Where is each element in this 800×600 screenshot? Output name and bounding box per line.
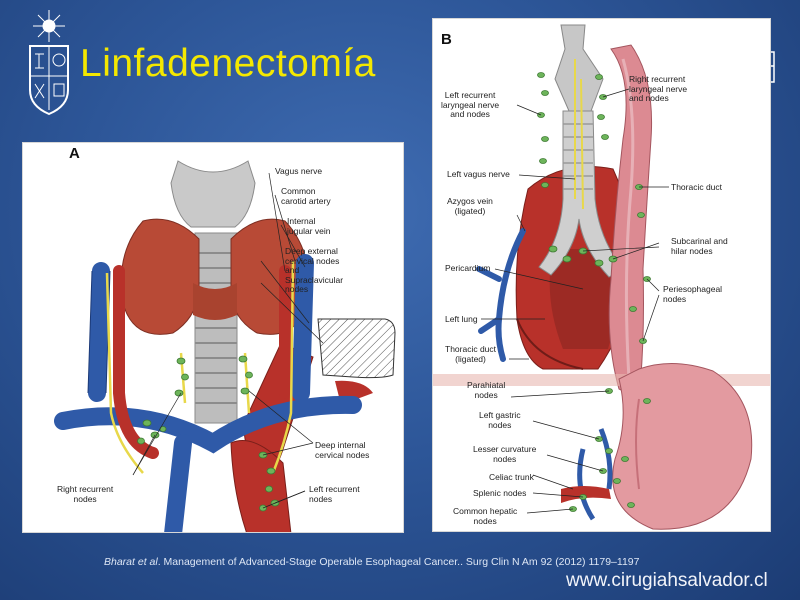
panel-letter-a: A xyxy=(69,145,80,162)
label-celiac-trunk: Celiac trunk xyxy=(489,472,534,482)
label-parahiatal-nodes: Parahiatal nodes xyxy=(467,380,506,400)
slide-title: Linfadenectomía xyxy=(80,42,376,85)
website-url[interactable]: www.cirugiahsalvador.cl xyxy=(566,570,768,591)
thoracic-abdominal-anatomy-illustration xyxy=(433,24,770,530)
label-deep-external-cervical-nodes: Deep external cervical nodes and Supracl… xyxy=(285,246,344,294)
label-vagus-nerve: Vagus nerve xyxy=(275,166,323,176)
university-seal-icon xyxy=(29,10,69,116)
label-azygos-vein: Azygos vein (ligated) xyxy=(447,196,493,216)
label-left-gastric-nodes: Left gastric nodes xyxy=(479,410,521,430)
label-thoracic-duct: Thoracic duct xyxy=(671,182,723,192)
label-left-recurrent-laryngeal-nerve: Left recurrent laryngeal nerve and nodes xyxy=(441,90,500,119)
label-thoracic-duct-ligated: Thoracic duct (ligated) xyxy=(445,344,497,364)
label-left-recurrent-nodes: Left recurrent nodes xyxy=(309,484,360,504)
label-deep-internal-cervical-nodes: Deep internal cervical nodes xyxy=(315,440,370,460)
label-periesophageal-nodes: Periesophageal nodes xyxy=(663,284,723,304)
label-left-vagus-nerve: Left vagus nerve xyxy=(447,169,510,179)
citation: Bharat et al. Management of Advanced-Sta… xyxy=(104,556,639,568)
figure-panel-a: A Vagus nerve Common carotid artery Inte… xyxy=(22,142,404,533)
label-common-carotid-artery: Common carotid artery xyxy=(281,186,331,206)
neck-anatomy-illustration xyxy=(54,160,396,532)
label-right-recurrent-laryngeal-nerve: Right recurrent laryngeal nerve and node… xyxy=(629,74,688,103)
label-pericardium: Pericardium xyxy=(445,263,491,273)
label-internal-jugular-vein: Internal jugular vein xyxy=(287,216,331,236)
label-left-lung: Left lung xyxy=(445,314,478,324)
citation-authors: Bharat et al xyxy=(104,556,158,568)
citation-text: . Management of Advanced-Stage Operable … xyxy=(157,556,640,568)
label-common-hepatic-nodes: Common hepatic nodes xyxy=(453,506,518,526)
label-subcarinal-hilar-nodes: Subcarinal and hilar nodes xyxy=(671,236,728,256)
panel-letter-b: B xyxy=(441,31,452,48)
label-right-recurrent-nodes: Right recurrent nodes xyxy=(57,484,114,504)
label-splenic-nodes: Splenic nodes xyxy=(473,488,527,498)
label-lesser-curvature-nodes: Lesser curvature nodes xyxy=(473,444,537,464)
figure-panel-b: B Left recurrent laryngeal nerve and nod… xyxy=(432,18,771,532)
